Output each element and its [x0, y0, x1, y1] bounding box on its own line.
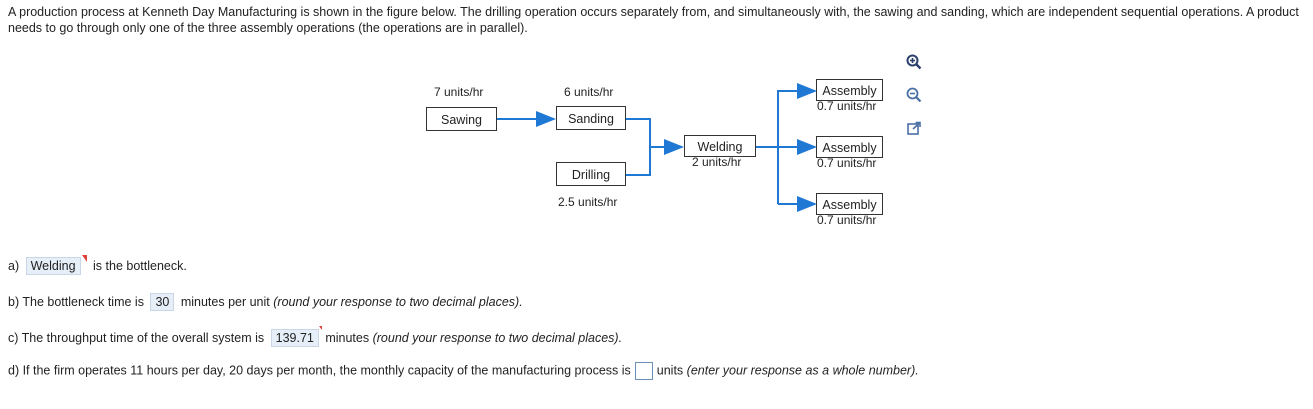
- answer-c-field[interactable]: 139.71: [270, 326, 322, 347]
- assembly-rate-3: 0.7 units/hr: [817, 213, 877, 227]
- sanding-node: Sanding: [556, 106, 626, 130]
- sanding-rate: 6 units/hr: [564, 85, 614, 99]
- assembly-node-1: Assembly: [816, 79, 883, 101]
- zoom-in-icon[interactable]: [905, 53, 923, 71]
- assembly-rate-2: 0.7 units/hr: [817, 156, 877, 170]
- drilling-rate: 2.5 units/hr: [558, 195, 618, 209]
- edit-mark-icon: [318, 326, 322, 330]
- answer-b-value: 30: [155, 295, 170, 309]
- question-b-suffix: minutes per unit: [180, 295, 270, 309]
- sawing-rate: 7 units/hr: [434, 85, 484, 99]
- flow-arrows: [497, 83, 817, 212]
- assembly-node-2: Assembly: [816, 136, 883, 158]
- line-sanding-merge: [626, 118, 651, 147]
- drilling-node: Drilling: [556, 162, 626, 186]
- question-d-prefix: d) If the firm operates 11 hours per day…: [8, 363, 631, 378]
- problem-intro: A production process at Kenneth Day Manu…: [8, 5, 1299, 35]
- line-drilling-merge: [626, 147, 651, 176]
- question-c-suffix: minutes: [325, 331, 370, 345]
- question-b-prefix: b) The bottleneck time is: [8, 295, 144, 309]
- question-a: a) Welding is the bottleneck.: [8, 255, 187, 275]
- answer-b-field[interactable]: 30: [150, 293, 175, 311]
- question-a-prefix: a): [8, 259, 20, 273]
- sawing-node: Sawing: [426, 107, 497, 131]
- question-a-suffix: is the bottleneck.: [93, 259, 187, 273]
- question-c: c) The throughput time of the overall sy…: [8, 326, 623, 347]
- answer-a-field[interactable]: Welding: [25, 255, 87, 275]
- popout-icon[interactable]: [905, 120, 923, 138]
- incorrect-flag-icon: [81, 255, 87, 262]
- question-d-hint: (enter your response as a whole number).: [686, 363, 919, 378]
- answer-a-value: Welding: [30, 259, 76, 273]
- assembly-rate-1: 0.7 units/hr: [817, 99, 877, 113]
- welding-rate: 2 units/hr: [692, 155, 742, 169]
- question-d-suffix: units: [656, 363, 684, 378]
- question-b: b) The bottleneck time is 30 minutes per…: [8, 293, 523, 311]
- question-d: d) If the firm operates 11 hours per day…: [8, 362, 919, 380]
- welding-node: Welding: [684, 135, 756, 157]
- question-c-prefix: c) The throughput time of the overall sy…: [8, 331, 265, 345]
- question-b-hint: (round your response to two decimal plac…: [273, 295, 523, 309]
- zoom-out-icon[interactable]: [905, 86, 923, 104]
- answer-c-value: 139.71: [275, 331, 314, 345]
- assembly-node-3: Assembly: [816, 193, 883, 215]
- question-c-hint: (round your response to two decimal plac…: [372, 331, 623, 345]
- process-diagram: 7 units/hr Sawing 6 units/hr Sanding Dri…: [426, 79, 883, 227]
- answer-d-input[interactable]: [634, 362, 653, 380]
